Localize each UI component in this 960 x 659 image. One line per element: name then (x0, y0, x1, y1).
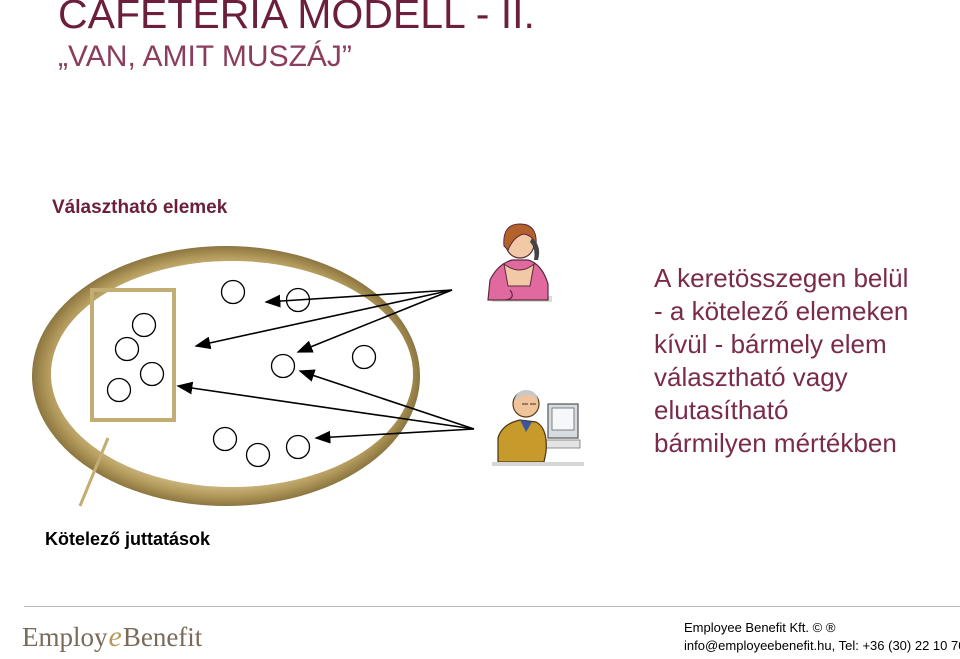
description-text: A keretösszegen belül - a kötelező eleme… (654, 262, 954, 460)
woman-on-phone-icon (487, 223, 552, 302)
logo-e-mark: e (108, 620, 122, 653)
optional-item-circle (351, 344, 377, 370)
slide-title: CAFETERIA MODELL - II. (58, 0, 535, 37)
description-line: kívül - bármely elem (654, 329, 887, 359)
optional-items-label: Választható elemek (52, 197, 228, 218)
employ-benefit-logo: Employ e Benefit (22, 620, 202, 654)
optional-item-circle (220, 279, 246, 305)
logo-text-left: Employ (22, 621, 108, 652)
footer-company: Employee Benefit Kft. © ® (684, 620, 836, 635)
slide-subtitle: „VAN, AMIT MUSZÁJ” (58, 40, 352, 73)
choice-arrows-top (194, 289, 453, 353)
mandatory-benefits-label: Kötelező juttatások (45, 529, 211, 549)
mandatory-item-circle (131, 312, 157, 338)
mandatory-item-circle (106, 377, 132, 403)
description-line: - a kötelező elemeken (654, 296, 909, 326)
description-line: választható vagy (654, 362, 848, 392)
mandatory-item-circle (114, 336, 140, 362)
choice-arrows-bottom (176, 369, 475, 444)
footer-divider (24, 606, 960, 607)
man-at-computer-icon (492, 390, 584, 466)
optional-item-circle (285, 434, 311, 460)
mandatory-item-circle (139, 361, 165, 387)
description-line: bármilyen mértékben (654, 428, 897, 458)
optional-item-circle (270, 353, 296, 379)
logo-text-right: Benefit (122, 621, 203, 652)
footer-contact: info@employeebenefit.hu, Tel: +36 (30) 2… (684, 638, 960, 653)
optional-item-circle (245, 442, 271, 468)
mandatory-pointer (78, 437, 110, 507)
description-line: elutasítható (654, 395, 789, 425)
description-line: A keretösszegen belül (654, 263, 909, 293)
mandatory-box (90, 288, 176, 422)
optional-item-circle (212, 426, 238, 452)
